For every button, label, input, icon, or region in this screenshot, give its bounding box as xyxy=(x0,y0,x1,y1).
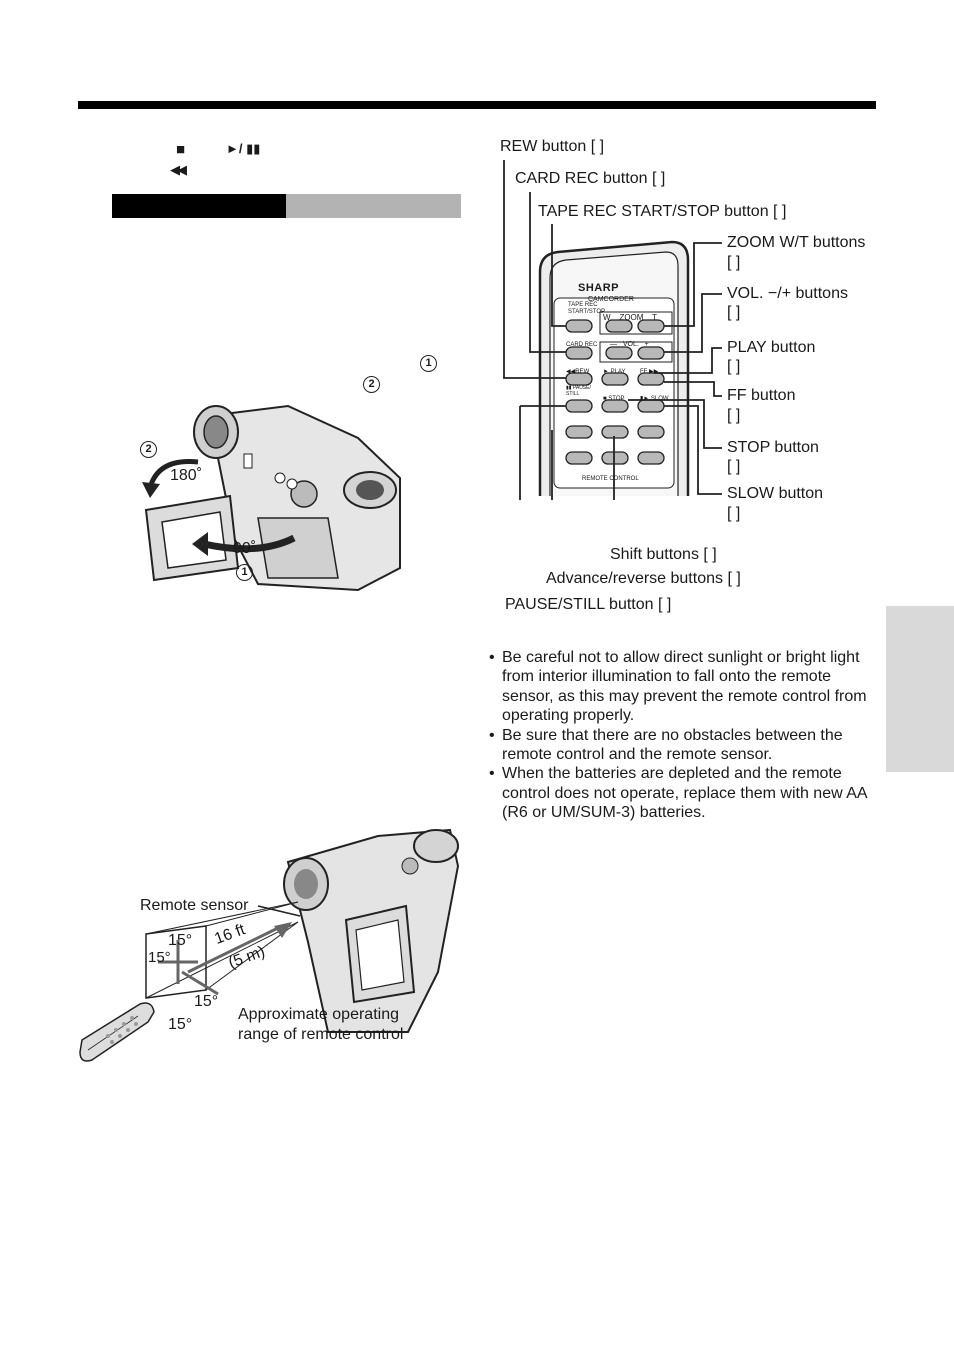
remote-sensor-label: Remote sensor xyxy=(140,897,249,914)
note-item: • Be sure that there are no obstacles bet… xyxy=(489,726,879,765)
camcorder-lcd-illustration xyxy=(142,404,401,592)
remote-control-diagram xyxy=(503,160,722,500)
step-1-figure-marker: 1 xyxy=(236,564,253,581)
note-text: Be careful not to allow direct sunlight … xyxy=(502,649,867,725)
step-1-marker: 1 xyxy=(420,355,437,372)
callout-rew: REW button [ ] xyxy=(500,138,605,155)
remote-vol-key-label: — VOL. + xyxy=(610,341,649,348)
callout-tape-rec: TAPE REC START/STOP button [ ] xyxy=(538,203,787,220)
remote-slow-key-label: ▮► SLOW xyxy=(640,396,669,402)
angle-left-label: 15° xyxy=(148,949,171,966)
rewind-icon: ◀◀ xyxy=(170,162,187,177)
remote-tape-rec-key-label: TAPE REC START/STOP xyxy=(568,302,606,315)
callout-ff: FF button xyxy=(727,387,796,404)
bullet: • xyxy=(489,765,495,783)
callout-pause: PAUSE/STILL button [ ] xyxy=(505,596,672,613)
remote-model: CAMCORDER xyxy=(588,296,634,303)
note-text: Be sure that there are no obstacles betw… xyxy=(502,726,843,764)
section-bar-dark xyxy=(112,194,286,218)
callout-ff-bracket: [ ] xyxy=(727,407,741,424)
callout-play: PLAY button xyxy=(727,339,816,356)
callout-slow-bracket: [ ] xyxy=(727,505,741,522)
notes-list: • Be careful not to allow direct sunlight… xyxy=(489,648,879,823)
callout-advance: Advance/reverse buttons [ ] xyxy=(546,570,741,587)
remote-stop-key-label: ■ STOP xyxy=(603,396,625,402)
remote-rew-key-label: ◀◀REW xyxy=(566,369,590,375)
note-text: When the batteries are depleted and the … xyxy=(502,765,867,822)
remote-card-rec-key-label: CARD REC xyxy=(566,342,598,348)
callout-card-rec: CARD REC button [ ] xyxy=(515,170,666,187)
callout-zoom-bracket: [ ] xyxy=(727,254,741,271)
angle-90-label: 90˚ xyxy=(233,540,257,557)
play-pause-icon: ►/ ▮▮ xyxy=(226,141,261,156)
note-item: • Be careful not to allow direct sunlight… xyxy=(489,648,879,726)
angle-bottom-label: 15° xyxy=(168,1016,193,1033)
remote-brand: SHARP xyxy=(578,282,620,294)
remote-range-illustration xyxy=(79,828,460,1062)
bullet: • xyxy=(489,649,495,666)
remote-play-key-label: ► PLAY xyxy=(603,369,626,375)
angle-top-label: 15° xyxy=(168,932,193,949)
side-tab xyxy=(886,606,954,772)
remote-ff-key-label: FF ▶▶ xyxy=(640,369,659,375)
remote-zoom-key-label: W ZOOM T xyxy=(603,313,658,322)
callout-stop: STOP button xyxy=(727,439,819,456)
section-bar-light xyxy=(286,194,461,218)
callout-stop-bracket: [ ] xyxy=(727,458,741,475)
callout-vol: VOL. −/+ buttons xyxy=(727,285,848,302)
remote-pause-key-label: ▮▮ PAUSE/ STILL xyxy=(566,385,591,397)
bullet: • xyxy=(489,726,495,744)
callout-play-bracket: [ ] xyxy=(727,358,741,375)
range-caption-line1: Approximate operating xyxy=(238,1006,399,1023)
step-2-figure-marker: 2 xyxy=(140,441,157,458)
callout-slow: SLOW button xyxy=(727,485,824,502)
step-2-marker: 2 xyxy=(363,376,380,393)
callout-shift: Shift buttons [ ] xyxy=(610,546,717,563)
callout-vol-bracket: [ ] xyxy=(727,304,741,321)
note-item: • When the batteries are depleted and the… xyxy=(489,764,879,822)
header-rule xyxy=(78,101,876,109)
remote-footer: REMOTE CONTROL xyxy=(582,476,639,482)
range-caption-line2: range of remote control xyxy=(238,1026,404,1043)
callout-zoom: ZOOM W/T buttons xyxy=(727,234,866,251)
angle-180-label: 180˚ xyxy=(170,467,203,484)
stop-icon: ■ xyxy=(176,141,186,158)
angle-right-label: 15° xyxy=(194,993,219,1010)
